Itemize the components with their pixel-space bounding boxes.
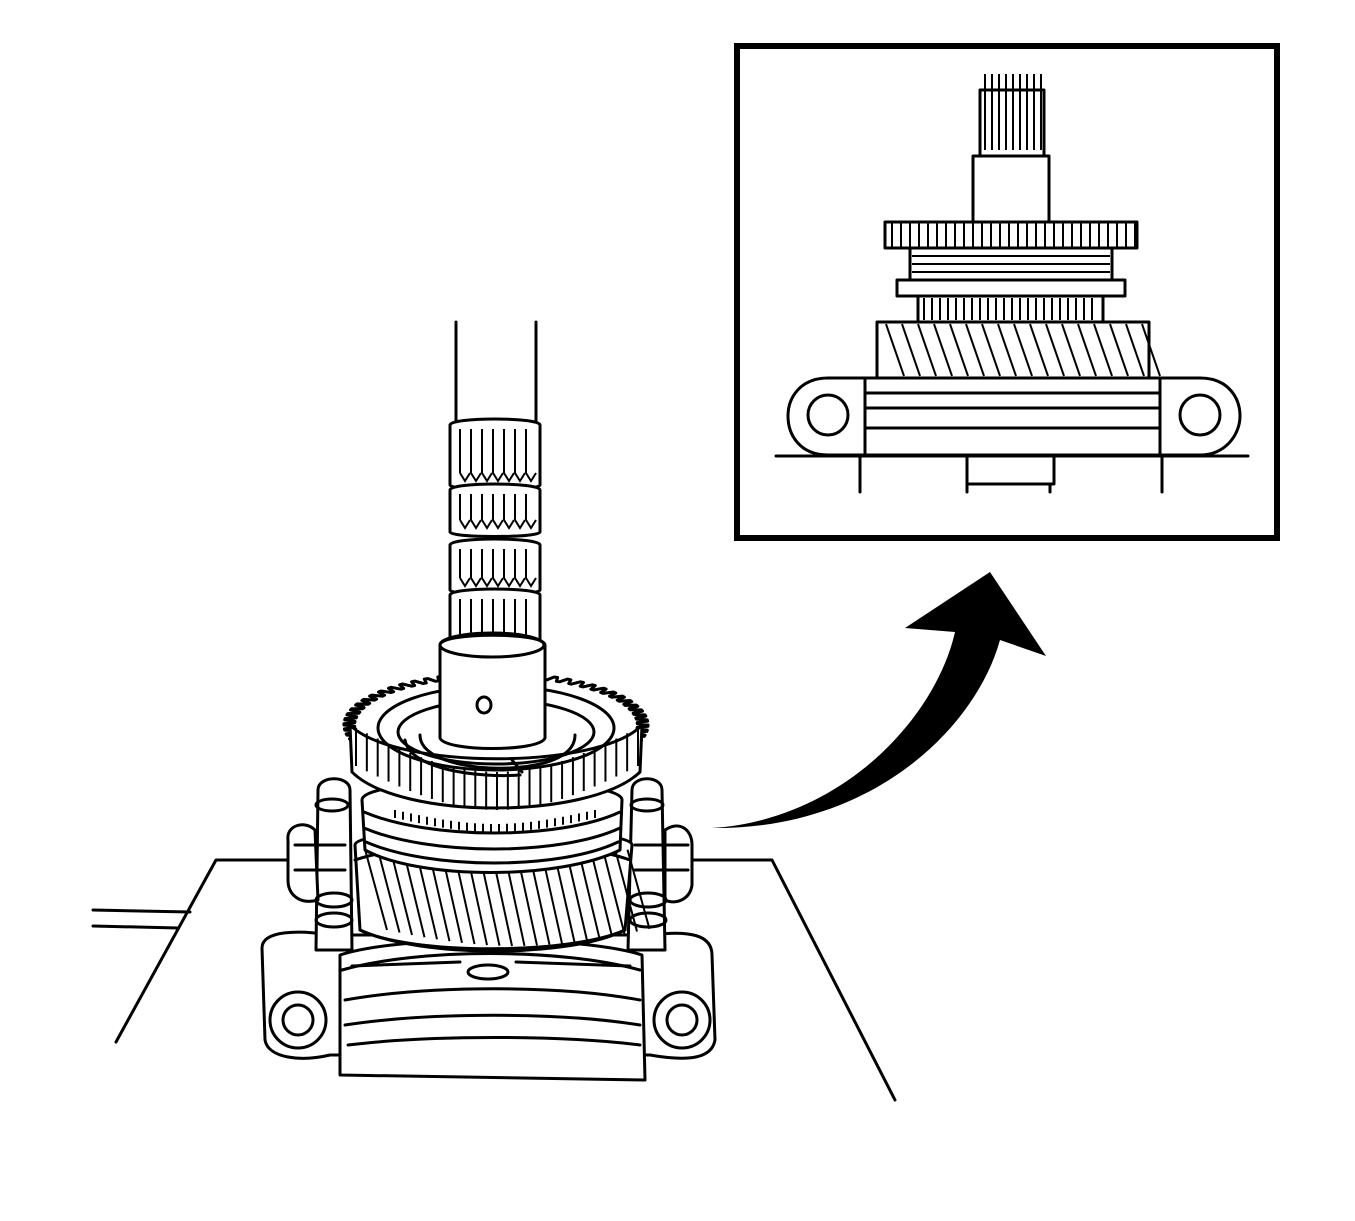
callout-arrow [712, 572, 1046, 829]
inset-spur-gear [883, 220, 1139, 250]
mainshaft [438, 320, 547, 750]
inset-helical-gear [875, 320, 1161, 380]
main-assembly-view [91, 320, 897, 1102]
right-press-rod [626, 777, 694, 952]
support-plate [260, 930, 717, 1082]
left-press-rod [286, 777, 354, 952]
inset-splined-shaft [971, 74, 1051, 224]
inset-press-plate [774, 376, 1250, 494]
press-bed [91, 858, 897, 1102]
detail-inset [734, 43, 1280, 541]
inset-synchronizer [895, 246, 1127, 324]
